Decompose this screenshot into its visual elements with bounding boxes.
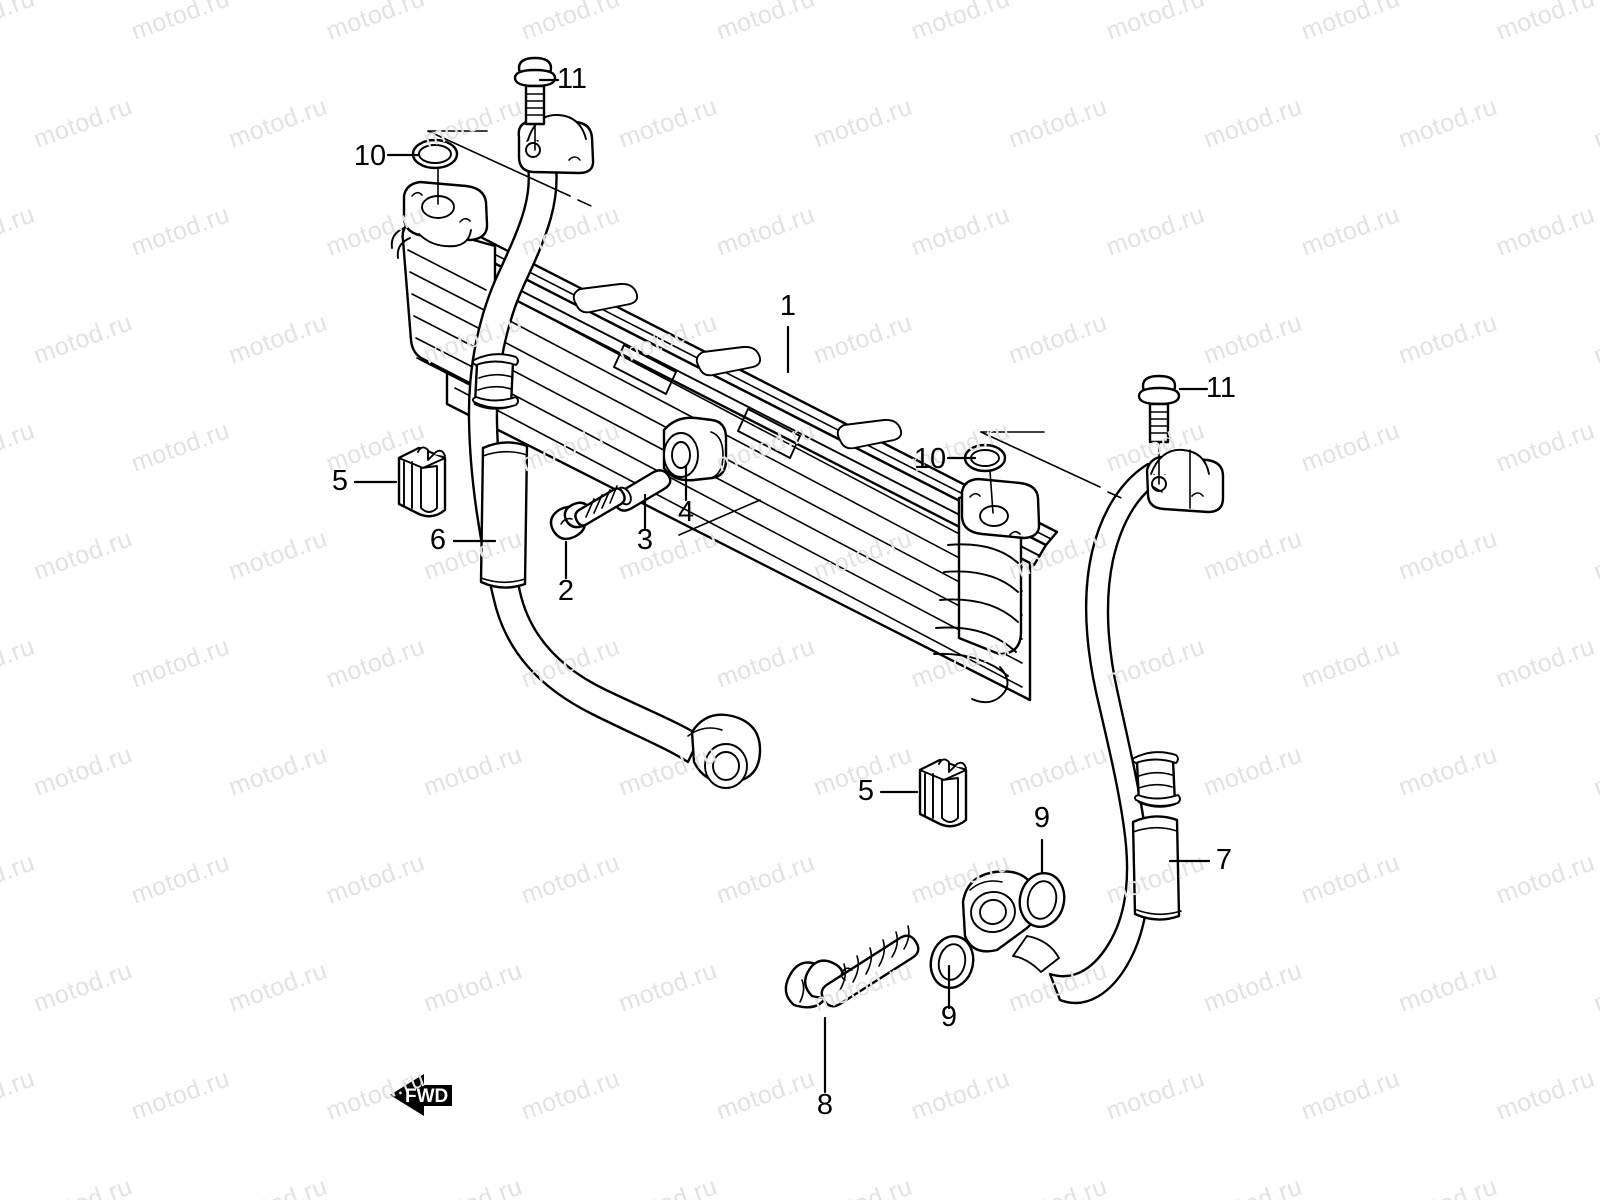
callout-hose-clamp-upper: 5	[332, 465, 398, 497]
gasket-lower	[929, 934, 975, 990]
callout-hose-clamp-lower: 5	[858, 775, 919, 807]
cooler-right-union	[960, 477, 1041, 540]
callout-union-bolt-long: 8	[817, 1016, 833, 1121]
cushion-grommet	[662, 416, 728, 482]
fwd-arrow-marker	[390, 1074, 452, 1116]
fwd-label: FWD	[405, 1086, 448, 1107]
callout-number-8: 8	[817, 1089, 833, 1121]
callout-number-9a: 9	[1034, 802, 1050, 834]
callout-number-7: 7	[1216, 844, 1232, 876]
hose-clamp-lower	[918, 758, 968, 828]
callout-number-10a: 10	[354, 140, 386, 172]
oil-hose-outlet	[961, 374, 1225, 1005]
flange-bolt-left	[513, 56, 557, 151]
callout-collar-spacer: 3	[637, 493, 653, 556]
hose-ferrule-right	[1131, 751, 1181, 808]
hose-clamp-upper	[397, 446, 447, 518]
callout-number-3: 3	[637, 524, 653, 556]
callout-number-1: 1	[780, 290, 796, 322]
oil-hose-inlet	[467, 56, 762, 789]
callout-mounting-bolt: 2	[558, 540, 574, 607]
callout-cushion-grommet: 4	[678, 464, 694, 528]
callout-flange-bolt-left: 11	[538, 63, 587, 95]
hose-sleeve-left	[479, 441, 529, 589]
union-bolt-long	[784, 925, 920, 1009]
callout-o-ring-left: 10	[354, 140, 420, 172]
gasket-upper	[1018, 871, 1066, 929]
o-ring-right	[963, 443, 1007, 514]
callout-number-10b: 10	[914, 443, 946, 475]
flange-bolt-right	[1137, 374, 1181, 485]
callout-oil-hose-outlet: 7	[1168, 844, 1232, 876]
cooler-left-union	[402, 180, 489, 248]
callout-o-ring-right: 10	[914, 443, 977, 475]
callout-number-5b: 5	[858, 775, 874, 807]
mounting-bolt	[549, 485, 626, 541]
callout-number-2: 2	[558, 575, 574, 607]
callout-number-11a: 11	[557, 63, 587, 95]
callout-number-11b: 11	[1206, 372, 1236, 404]
callout-oil-cooler-core: 1	[780, 290, 796, 374]
o-ring-left	[411, 138, 459, 205]
callout-number-6: 6	[430, 524, 446, 556]
banjo-eye-right	[961, 870, 1060, 973]
callout-gasket-lower: 9	[941, 964, 957, 1033]
callout-number-4: 4	[678, 496, 694, 528]
banjo-eye-left	[687, 713, 762, 789]
hose-sleeve-right	[1131, 815, 1182, 921]
callout-number-9b: 9	[941, 1001, 957, 1033]
assembly-guide-lines	[427, 130, 1191, 536]
oil-cooler-core	[390, 220, 1059, 704]
mount-hardware	[549, 416, 728, 541]
callout-flange-bolt-right: 11	[1178, 372, 1236, 404]
callout-oil-hose-inlet: 6	[430, 524, 497, 556]
callout-gasket-upper: 9	[1034, 802, 1050, 875]
callout-number-5a: 5	[332, 465, 348, 497]
hose-ferrule-upper-left	[471, 353, 519, 410]
